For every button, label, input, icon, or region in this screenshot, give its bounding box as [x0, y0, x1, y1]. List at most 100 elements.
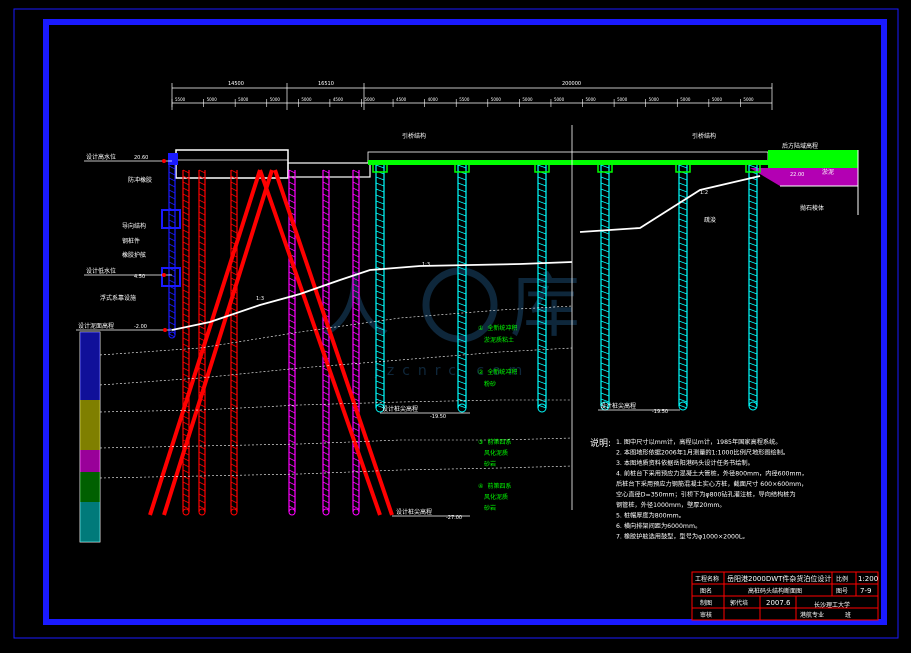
approach-pile — [600, 164, 610, 411]
label-low-water: 设计低水位 — [86, 267, 116, 275]
tb-scale-label: 比例 — [836, 575, 848, 583]
note-line: 4. 前桩台下采用预应力混凝土大管桩，外径800mm，内径600mm， — [616, 470, 808, 478]
pile — [198, 169, 206, 516]
slope-1: 1:3 — [256, 296, 264, 302]
approach-pile — [537, 164, 547, 413]
label-silt: 淤泥 — [822, 168, 834, 176]
raked-pile — [258, 169, 382, 516]
dim-row-two-label: 5000 — [712, 97, 723, 102]
dim-top-b: 16510 — [318, 81, 334, 87]
label-bed: 设计泥面高程 — [78, 322, 114, 330]
notes-block: 1. 图中尺寸以mm计，高程以m计，1985年国家高程系统。 2. 本图地形依据2… — [616, 438, 808, 541]
tb-drawing-label: 图名 — [700, 587, 712, 595]
note-line: 钢管桩，外径1000mm，壁厚20mm。 — [616, 501, 726, 509]
raked-pile — [148, 169, 262, 516]
tb-date: 2007.6 — [766, 599, 791, 607]
dim-row-two-label: 5000 — [680, 97, 691, 102]
dim-row-two-label: 5500 — [459, 97, 470, 102]
dim-row-two-label: 5000 — [364, 97, 375, 102]
dim-row-two-label: 5000 — [586, 97, 597, 102]
dim-row-two-label: 5000 — [270, 97, 281, 102]
label-approach-right: 引桥结构 — [692, 132, 716, 140]
seabed-profile — [171, 261, 573, 331]
value-fill: 22.00 — [790, 172, 804, 178]
layer-4-rock: 砂岩 — [484, 504, 496, 512]
label-rubber: 橡胶护舷 — [122, 251, 146, 259]
pile — [322, 169, 330, 516]
slope-3: 1:2 — [700, 190, 708, 196]
label-floating: 浮式系靠设施 — [100, 294, 136, 302]
note-line: 1. 图中尺寸以mm计，高程以m计，1985年国家高程系统。 — [616, 438, 781, 446]
label-tip-2: 设计桩尖高程 — [600, 402, 636, 410]
layer-4-desc: 风化泥质 — [484, 493, 508, 501]
pile — [182, 169, 190, 516]
label-tip-3: 设计桩尖高程 — [396, 508, 432, 516]
dim-row-two-label: 5500 — [175, 97, 186, 102]
tb-drawing: 高桩码头结构断面图 — [748, 587, 802, 595]
tb-scale: 1:200 — [858, 575, 878, 583]
layer-3-rock: 砂岩 — [484, 460, 496, 468]
note-line: 空心直径D=350mm；引桥下为φ800钻孔灌注桩，导向结构桩为 — [616, 491, 796, 499]
value-bed: -2.00 — [134, 324, 147, 330]
piles — [148, 159, 761, 516]
inner-frame — [43, 19, 887, 625]
approach-pile — [748, 164, 758, 411]
tb-check-label: 审核 — [700, 611, 712, 619]
fender-block — [168, 153, 178, 165]
layer-3-desc: 风化泥质 — [484, 449, 508, 457]
label-dredge: 疏浚 — [704, 216, 716, 224]
note-line: 后桩台下采用预应力钢筋混凝土实心方桩，截面尺寸 600×600mm， — [616, 480, 807, 488]
title-block: 工程名称 岳阳港2000DWT件杂货泊位设计 比例 1:200 图名 高桩码头结… — [691, 571, 879, 621]
note-line: 6. 横向排架间距为6000mm。 — [616, 522, 701, 530]
label-guide: 导向结构 — [122, 222, 146, 230]
approach-abutment — [768, 150, 858, 168]
dim-row-two-label: 4500 — [396, 97, 407, 102]
note-line: 7. 橡胶护舷选用鼓型，型号为φ1000×2000L。 — [616, 533, 749, 541]
approach-pile — [457, 164, 467, 413]
label-fender: 防冲橡胶 — [128, 176, 152, 184]
tb-major: 港航专业 — [800, 611, 824, 619]
value-tip-1: -19.50 — [430, 414, 446, 420]
dim-top-a: 14500 — [228, 81, 244, 87]
note-line: 5. 桩帽厚度为800mm。 — [616, 512, 685, 520]
pile — [230, 169, 238, 516]
tb-project: 岳阳港2000DWT件杂货泊位设计 — [727, 574, 831, 583]
layer-2-desc: 粉砂 — [484, 380, 496, 388]
label-deck-note: 后方陆域高程 — [782, 142, 818, 150]
dim-row-two-label: 5000 — [207, 97, 218, 102]
dim-row-two-label: 5000 — [649, 97, 660, 102]
layer-1-desc: 淤泥质粘土 — [484, 336, 514, 344]
tb-project-label: 工程名称 — [695, 575, 719, 583]
dim-row-two-label: 5000 — [238, 97, 249, 102]
notes-title: 说明: — [590, 437, 611, 449]
tb-school: 长沙理工大学 — [814, 601, 850, 609]
approach-deck-green — [368, 160, 768, 165]
dim-row-two-label: 5000 — [554, 97, 565, 102]
dimension-lines — [171, 83, 773, 110]
guide-pile — [168, 159, 176, 339]
tb-stamp: 班 — [845, 611, 851, 619]
value-tip-3: -27.00 — [446, 515, 462, 521]
dim-row-two-label: 5000 — [491, 97, 502, 102]
raked-pile — [273, 169, 394, 516]
label-tip-1: 设计桩尖高程 — [382, 405, 418, 413]
dim-row-two-label: 4000 — [428, 97, 439, 102]
approach-pile — [375, 164, 385, 413]
approach-pile — [678, 164, 688, 411]
value-tip-2: -19.50 — [652, 409, 668, 415]
value-high-water: 20.60 — [134, 155, 148, 161]
tb-no-label: 图号 — [836, 588, 848, 595]
note-line: 2. 本图地形依据2006年1月测量的1:1000比例尺地形图绘制。 — [616, 449, 789, 457]
note-line: 3. 本图地质资料依据岳阳港码头设计任务书绘制。 — [616, 459, 754, 467]
dim-row-two-label: 5000 — [301, 97, 312, 102]
outer-frame — [13, 8, 899, 639]
dim-row-two-label: 5000 — [617, 97, 628, 102]
label-high-water: 设计高水位 — [86, 153, 116, 161]
seabed-profile-right — [579, 175, 761, 233]
